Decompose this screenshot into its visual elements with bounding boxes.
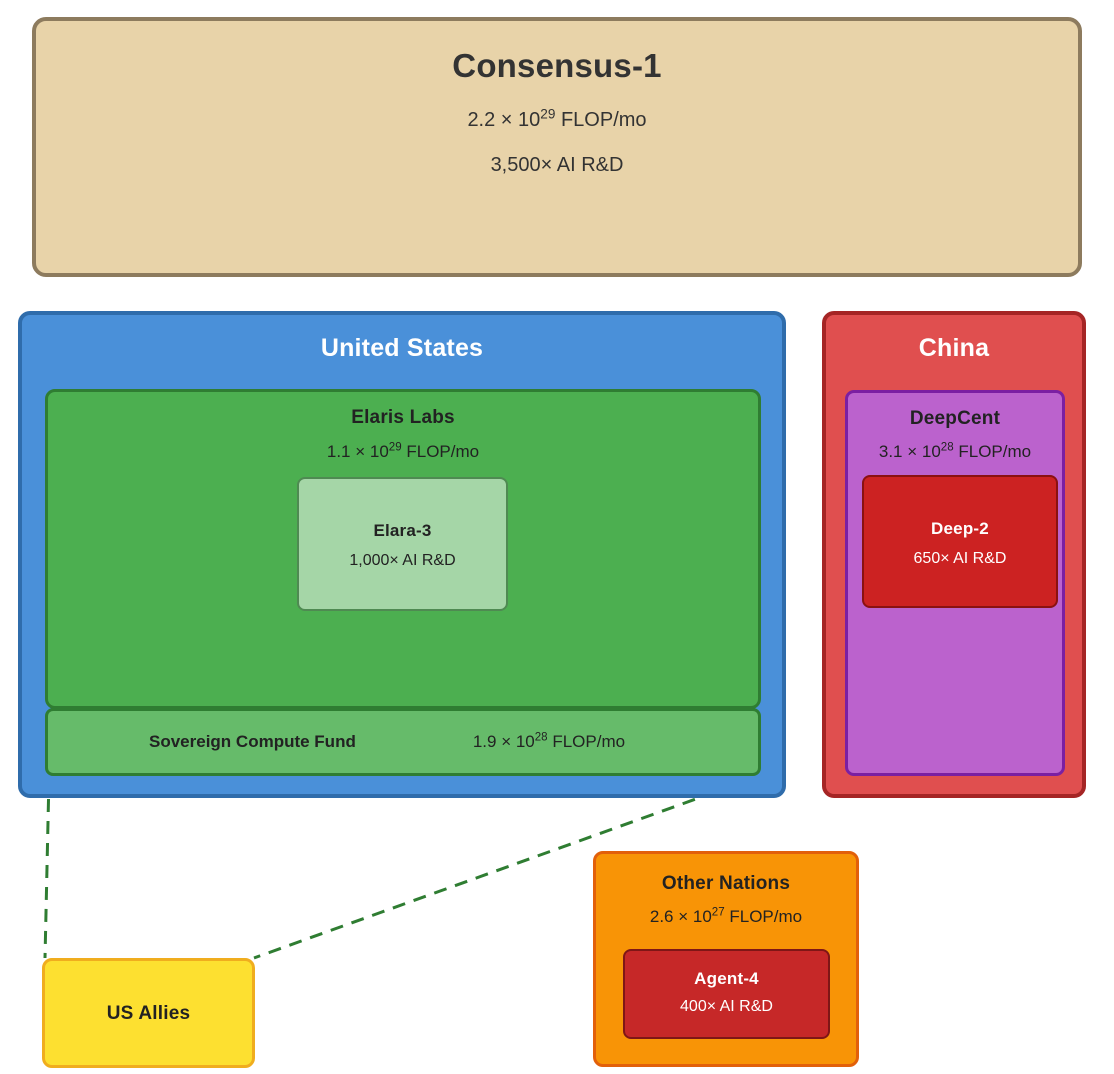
node-elara-3[interactable]: Elara-3 1,000× AI R&D bbox=[297, 477, 508, 611]
other-nations-compute: 2.6 × 1027 FLOP/mo bbox=[649, 906, 803, 926]
us-allies-title: US Allies bbox=[106, 1003, 191, 1024]
sovereign-compute-fund-title: Sovereign Compute Fund bbox=[149, 732, 356, 751]
elaris-labs-compute: 1.1 × 1029 FLOP/mo bbox=[326, 441, 480, 461]
node-us-allies[interactable]: US Allies bbox=[42, 958, 255, 1068]
consensus-1-compute: 2.2 × 1029 FLOP/mo bbox=[467, 106, 647, 131]
china-title: China bbox=[918, 334, 990, 362]
consensus-1-rnd: 3,500× AI R&D bbox=[490, 154, 624, 176]
node-agent-4[interactable]: Agent-4 400× AI R&D bbox=[623, 949, 830, 1039]
elara-3-title: Elara-3 bbox=[373, 521, 432, 540]
deepcent-title: DeepCent bbox=[909, 408, 1001, 429]
agent-4-rnd: 400× AI R&D bbox=[680, 998, 773, 1015]
node-consensus-1[interactable]: Consensus-1 2.2 × 1029 FLOP/mo 3,500× AI… bbox=[32, 17, 1082, 277]
connector-scf-to-allies-left bbox=[43, 776, 51, 959]
consensus-1-title: Consensus-1 bbox=[452, 47, 662, 84]
deep-2-rnd: 650× AI R&D bbox=[913, 550, 1007, 567]
other-nations-title: Other Nations bbox=[661, 873, 791, 894]
deep-2-title: Deep-2 bbox=[931, 519, 989, 538]
united-states-title: United States bbox=[320, 334, 484, 362]
node-sovereign-compute-fund[interactable]: Sovereign Compute Fund 1.9 × 1028 FLOP/m… bbox=[45, 708, 761, 776]
agent-4-title: Agent-4 bbox=[694, 969, 759, 988]
elaris-labs-title: Elaris Labs bbox=[351, 407, 455, 428]
deepcent-compute: 3.1 × 1028 FLOP/mo bbox=[878, 441, 1032, 461]
sovereign-compute-fund-compute: 1.9 × 1028 FLOP/mo bbox=[472, 731, 626, 751]
node-deep-2[interactable]: Deep-2 650× AI R&D bbox=[862, 475, 1058, 608]
elara-3-rnd: 1,000× AI R&D bbox=[349, 552, 456, 569]
